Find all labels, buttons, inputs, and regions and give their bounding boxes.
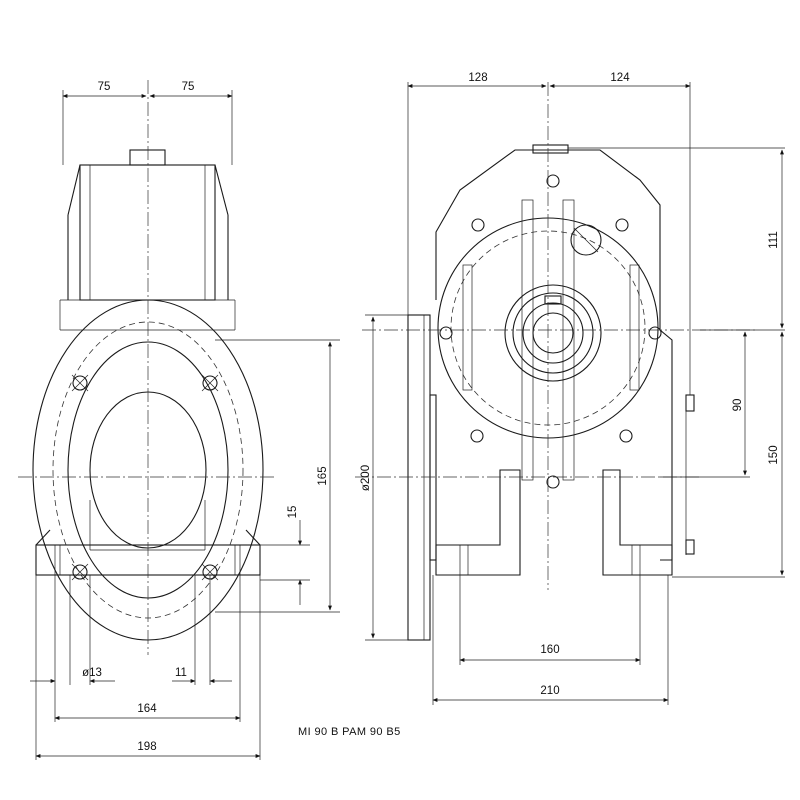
front-view-dimensions: 75 75 165 15 ø13 11 164 198 (30, 81, 332, 758)
side-keyway (544, 295, 562, 305)
side-bolt-hole (546, 475, 560, 489)
dim-front-left-half: 75 (98, 81, 111, 93)
dim-side-left-width: 128 (468, 72, 487, 84)
side-bolt-hole (471, 218, 485, 232)
side-top-boss (532, 144, 569, 154)
front-view (18, 80, 340, 760)
side-left-foot (435, 469, 521, 576)
side-view (355, 82, 785, 705)
side-view-dimensions: 128 124 111 90 150 ø200 160 210 (360, 72, 784, 702)
side-bolt-hole (619, 429, 633, 443)
dim-center-offset: 90 (732, 399, 744, 412)
front-top-boss (129, 149, 166, 166)
side-bolt-hole (546, 174, 560, 188)
front-bolt-hole (72, 564, 88, 580)
side-right-foot (602, 469, 673, 576)
side-shaft-bore (532, 312, 574, 354)
side-hub-outer (504, 284, 602, 382)
side-bolt-hole (648, 326, 662, 340)
side-housing-outline (435, 149, 673, 561)
front-bolt-hole (202, 375, 218, 391)
dim-side-right-width: 124 (610, 72, 630, 84)
dim-height-top: 111 (768, 231, 780, 248)
model-caption: MI 90 B PAM 90 B5 (298, 726, 401, 738)
dim-hole-diameter: ø13 (82, 667, 102, 679)
side-bolt-hole (470, 429, 484, 443)
side-output-flange (407, 314, 431, 641)
dim-overall-width-front: 198 (137, 741, 156, 753)
dim-height-bottom: 150 (768, 445, 780, 464)
dim-flange-diameter: ø200 (360, 465, 372, 491)
dim-front-right-half: 75 (182, 81, 195, 93)
dim-foot-hole-spacing-side: 160 (540, 644, 559, 656)
side-oil-plug (570, 224, 602, 256)
dim-hole-edge: 11 (175, 667, 187, 679)
side-bolt-hole (439, 326, 453, 340)
side-bolt-hole (615, 218, 629, 232)
dim-foot-height: 165 (317, 466, 329, 485)
front-upper-housing (79, 164, 216, 301)
front-bolt-hole (72, 375, 88, 391)
dim-foot-hole-spacing-front: 164 (137, 703, 157, 715)
dim-foot-thickness: 15 (287, 506, 299, 519)
dim-overall-width-side: 210 (540, 685, 559, 697)
